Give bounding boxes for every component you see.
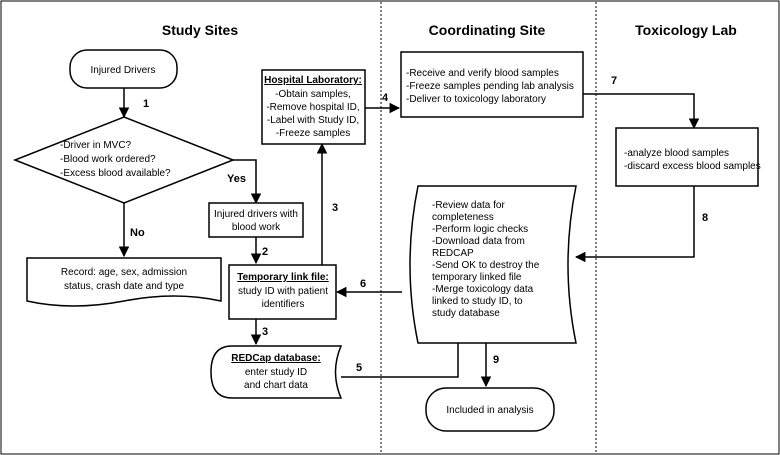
bloodwork-line-2: blood work bbox=[232, 222, 281, 233]
review-line-10: study database bbox=[432, 308, 500, 319]
label-step-3-up: 3 bbox=[332, 202, 338, 214]
redcap-title: REDCap database: bbox=[231, 353, 320, 364]
coord-receive-line-1: -Receive and verify blood samples bbox=[406, 68, 559, 79]
hospital-lab-item-4: -Freeze samples bbox=[276, 128, 350, 139]
review-line-2: completeness bbox=[432, 212, 494, 223]
label-step-9: 9 bbox=[493, 354, 499, 366]
record-line-2: status, crash date and type bbox=[64, 281, 185, 292]
review-line-4: -Download data from bbox=[432, 236, 525, 247]
tox-line-2: -discard excess blood samples bbox=[624, 161, 761, 172]
label-step-8: 8 bbox=[702, 212, 708, 224]
node-toxicology-analysis bbox=[615, 127, 759, 187]
hospital-lab-title: Hospital Laboratory: bbox=[264, 75, 362, 86]
review-line-1: -Review data for bbox=[432, 200, 505, 211]
label-step-1: 1 bbox=[143, 98, 149, 110]
node-decision bbox=[12, 116, 236, 204]
label-step-3-down: 3 bbox=[262, 326, 268, 338]
review-line-3: -Perform logic checks bbox=[432, 224, 528, 235]
injured-drivers-label: Injured Drivers bbox=[90, 65, 155, 76]
review-line-6: -Send OK to destroy the bbox=[432, 260, 540, 271]
decision-line-2: -Blood work ordered? bbox=[60, 154, 156, 165]
arrow-yes bbox=[233, 159, 262, 205]
node-temporary-link-file bbox=[228, 264, 337, 320]
node-injured-drivers bbox=[69, 49, 178, 89]
label-step-4: 4 bbox=[382, 92, 389, 104]
header-study-sites: Study Sites bbox=[162, 22, 238, 38]
coord-receive-line-2: -Freeze samples pending lab analysis bbox=[406, 81, 574, 92]
record-line-1: Record: age, sex, admission bbox=[61, 267, 187, 278]
label-step-7: 7 bbox=[611, 75, 617, 87]
header-toxicology-lab: Toxicology Lab bbox=[635, 22, 737, 38]
tox-line-1: -analyze blood samples bbox=[624, 148, 729, 159]
hospital-lab-item-2: -Remove hospital ID, bbox=[266, 102, 359, 113]
node-review-data bbox=[409, 185, 577, 344]
label-no: No bbox=[130, 227, 145, 239]
node-coordinating-receive bbox=[400, 51, 584, 118]
node-redcap-database bbox=[210, 345, 343, 399]
label-step-6: 6 bbox=[360, 278, 366, 290]
redcap-line-1: enter study ID bbox=[245, 367, 307, 378]
included-label: Included in analysis bbox=[446, 405, 533, 416]
temp-link-line-1: study ID with patient bbox=[238, 286, 328, 297]
node-hospital-laboratory bbox=[261, 69, 366, 145]
label-yes: Yes bbox=[227, 173, 246, 185]
redcap-line-2: and chart data bbox=[244, 380, 308, 391]
label-step-2: 2 bbox=[262, 246, 268, 258]
arrow-7 bbox=[583, 93, 700, 130]
label-step-5: 5 bbox=[356, 362, 362, 374]
hospital-lab-item-3: -Label with Study ID, bbox=[267, 115, 359, 126]
hospital-lab-item-1: -Obtain samples, bbox=[275, 89, 351, 100]
temp-link-line-2: identifiers bbox=[262, 299, 305, 310]
header-coordinating-site: Coordinating Site bbox=[429, 22, 546, 38]
review-line-9: linked to study ID, to bbox=[432, 296, 523, 307]
temp-link-title: Temporary link file: bbox=[237, 272, 329, 283]
bloodwork-line-1: Injured drivers with bbox=[214, 209, 298, 220]
node-included-in-analysis bbox=[425, 387, 555, 432]
coord-receive-line-3: -Deliver to toxicology laboratory bbox=[406, 94, 546, 105]
arrow-8 bbox=[574, 186, 695, 263]
review-line-5: REDCAP bbox=[432, 248, 474, 259]
review-line-8: -Merge toxicology data bbox=[432, 284, 534, 295]
arrow-5 bbox=[341, 330, 464, 378]
decision-line-3: -Excess blood available? bbox=[60, 168, 171, 179]
review-line-7: temporary linked file bbox=[432, 272, 522, 283]
node-record bbox=[26, 257, 222, 307]
decision-line-1: -Driver in MVC? bbox=[60, 140, 132, 151]
node-injured-with-bloodwork bbox=[208, 202, 304, 238]
